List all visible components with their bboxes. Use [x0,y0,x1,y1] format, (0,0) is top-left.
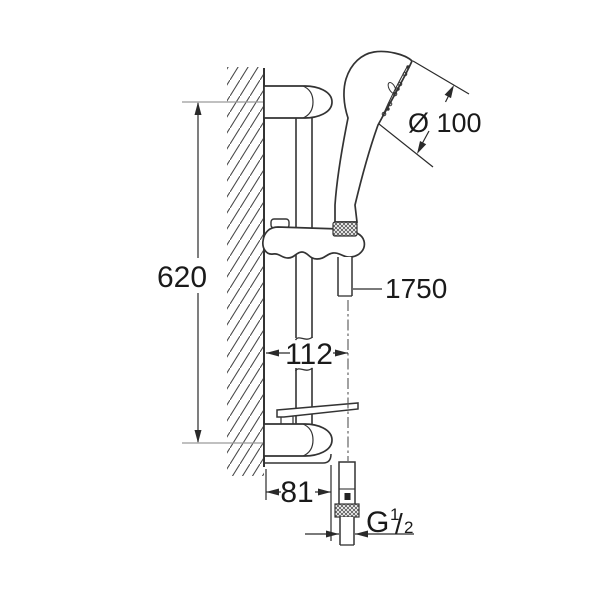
dim-81-label: 81 [280,476,313,509]
fitting-detail [344,493,351,500]
dimension-labels: 620 Ø 100 1750 112 81 G 1 / 2 [157,108,482,539]
thread-denominator: 2 [404,518,413,537]
shower-hose-upper [337,257,353,297]
dim-620-extension-lines [182,101,263,444]
dimension-arrowheads [194,85,454,538]
thread-slash: / [395,508,403,539]
rail-break-line-top [294,336,313,341]
head-pivot-detail [387,82,397,94]
hose-knurled-nut [334,503,360,518]
shower-rail-lower [294,367,313,425]
spray-nozzles [381,65,410,117]
hand-shower [332,50,414,237]
thread-size-label: G 1 / 2 [366,505,413,539]
dim-diameter-label: Ø 100 [408,108,482,138]
dim-620-label: 620 [157,261,207,294]
handle-knurled-nut [332,221,358,237]
dim-112-label: 112 [285,338,333,371]
thread-numerator: 1 [390,505,399,524]
wall-hatching [227,67,264,476]
hand-shower-body [334,50,414,223]
dim-1750-label: 1750 [385,273,447,304]
bottom-wall-mount [263,423,333,464]
soap-dish-shelf [276,402,359,425]
thread-g: G [366,506,389,539]
shower-hose-lower [334,461,360,546]
bottom-mount-base [264,453,332,464]
wall-section [227,67,265,476]
top-wall-mount [263,85,333,119]
rail-break-line-bottom [294,367,313,372]
